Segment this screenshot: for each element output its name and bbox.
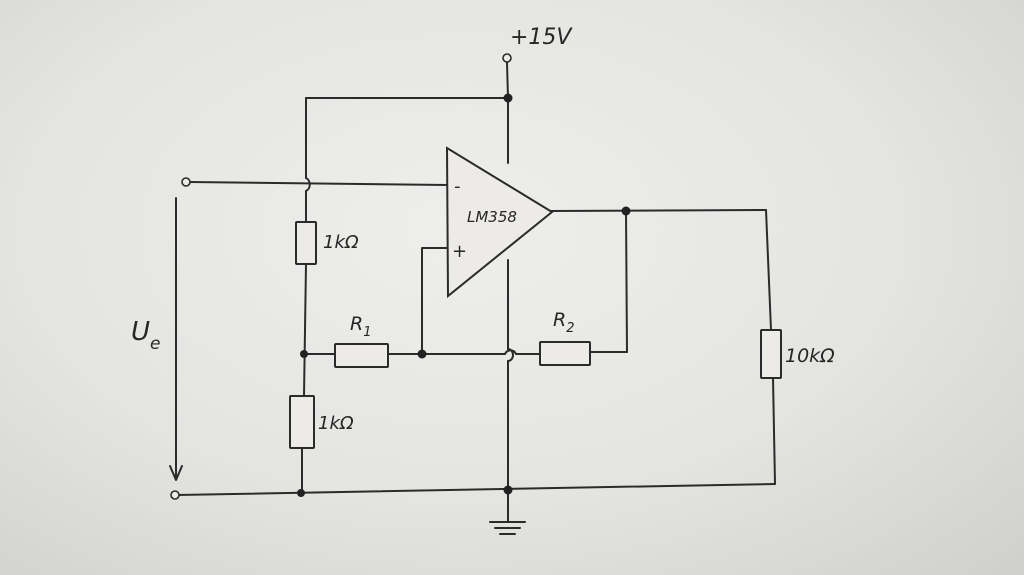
input-voltage-arrowhead <box>169 465 183 481</box>
junction-dot-divider <box>300 350 308 358</box>
ground-icon <box>489 521 526 535</box>
opamp-noninverting-sign: + <box>452 241 467 262</box>
r2-crossover-wire <box>504 349 517 355</box>
supply-terminal <box>502 53 512 63</box>
output-wire <box>548 209 767 212</box>
resistor-load <box>760 329 782 379</box>
input-voltage-name: U <box>131 317 150 347</box>
load-top-wire <box>765 209 772 331</box>
junction-dots <box>297 93 631 497</box>
r2-label: R2 <box>553 309 574 336</box>
noninverting-input-wire <box>421 247 449 355</box>
divider-crossover-wire <box>305 177 311 192</box>
junction-dot-top <box>503 93 513 103</box>
divider-mid-wire <box>303 263 307 397</box>
resistor-r2 <box>539 341 591 366</box>
ground-crossover-wire <box>507 348 514 362</box>
supply-label: +15V <box>510 25 573 50</box>
input-voltage-subscript: e <box>150 334 160 354</box>
r1-name: R <box>350 313 363 335</box>
supply-wire <box>506 62 509 99</box>
bottom-rail-wire <box>176 483 776 496</box>
junction-dot-ground <box>503 485 513 495</box>
resistor-lower-divider <box>289 395 315 449</box>
load-bottom-wire <box>772 377 776 485</box>
wires <box>169 62 776 523</box>
input-terminal-top <box>181 177 191 187</box>
input-voltage-label: Ue <box>131 317 161 354</box>
junction-dot-bottom-left <box>297 489 305 497</box>
resistor-r1 <box>334 343 389 368</box>
lower-divider-resistor-label: 1kΩ <box>318 413 354 434</box>
upper-divider-resistor-label: 1kΩ <box>323 232 359 253</box>
opamp-inverting-sign: - <box>454 176 461 197</box>
r2-name: R <box>553 309 566 331</box>
inverting-input-wire <box>188 181 449 186</box>
feedback-vertical-wire <box>625 209 628 353</box>
r2-subscript: 2 <box>566 321 574 336</box>
r1-label: R1 <box>350 313 371 340</box>
opamp-triangle <box>445 146 554 299</box>
junction-dot-r1 <box>417 349 427 359</box>
resistor-upper-divider <box>295 221 317 265</box>
junction-dot-output <box>621 206 631 216</box>
input-terminal-bottom <box>170 490 180 500</box>
load-resistor-label: 10kΩ <box>785 345 835 367</box>
opamp-label: LM358 <box>467 208 517 226</box>
r1-subscript: 1 <box>363 325 371 340</box>
